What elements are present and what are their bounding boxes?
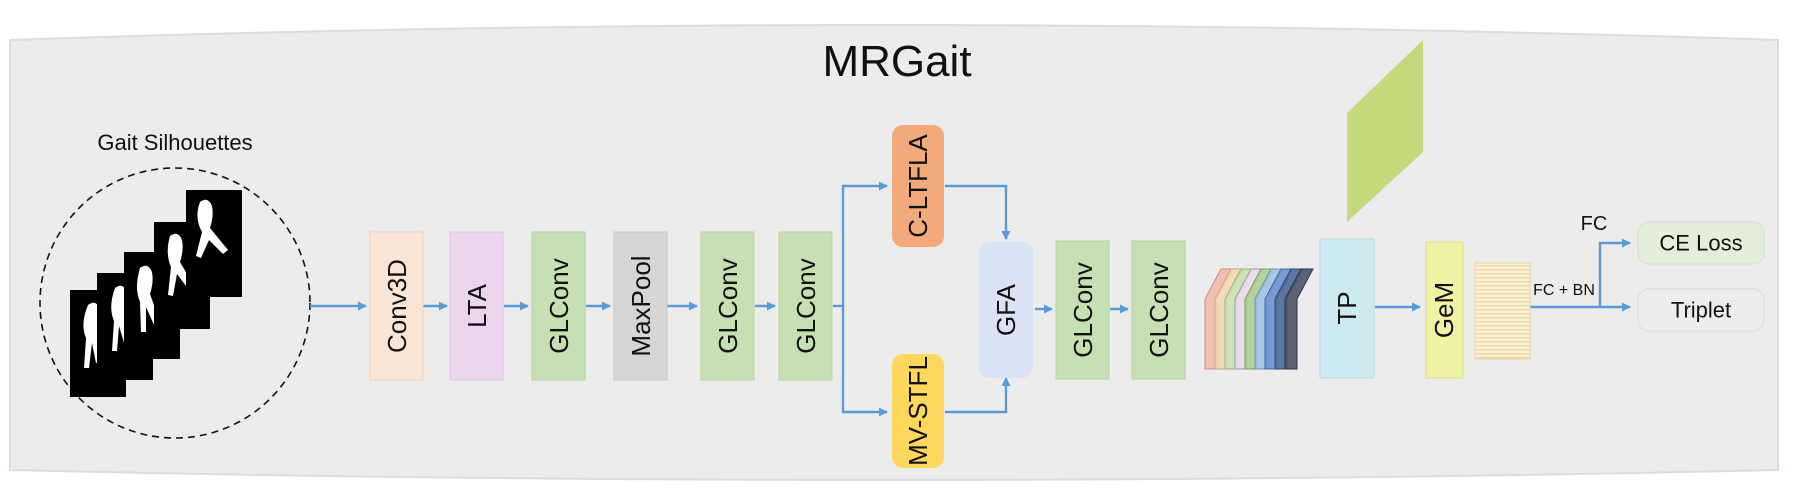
lta-block: LTA (449, 231, 504, 381)
silhouette-frame (186, 190, 242, 297)
tp-label: TP (1332, 291, 1362, 324)
glconv-label-5: GLConv (1144, 262, 1174, 357)
glconv-block-2: GLConv (700, 231, 755, 381)
maxpool-block: MaxPool (613, 231, 668, 381)
triplet-box: Triplet (1637, 288, 1765, 332)
fc-bn-label: FC + BN (1533, 282, 1595, 299)
gem-label: GeM (1429, 282, 1459, 338)
glconv-label-3: GLConv (791, 258, 821, 353)
glconv-label-1: GLConv (544, 258, 574, 353)
c-ltfla-block: C-LTFLA (892, 125, 944, 247)
glconv-block-5: GLConv (1131, 240, 1186, 380)
silhouette-circle (39, 167, 311, 439)
maxpool-label: MaxPool (626, 255, 656, 356)
silhouette-stack (70, 190, 242, 397)
triplet-label: Triplet (1671, 298, 1731, 323)
gem-block: GeM (1425, 241, 1464, 379)
glconv-block-4: GLConv (1055, 240, 1110, 380)
glconv-block-3: GLConv (778, 231, 833, 381)
mv-stfl-block: MV-STFL (892, 354, 944, 468)
input-label: Gait Silhouettes (97, 130, 252, 155)
lta-label: LTA (462, 283, 492, 327)
feature-map-stack (1204, 268, 1314, 370)
gfa-label: GFA (991, 283, 1021, 336)
glconv-block-1: GLConv (531, 231, 586, 381)
glconv-label-4: GLConv (1068, 262, 1098, 357)
arrows (310, 181, 1631, 417)
glconv-label-2: GLConv (713, 258, 743, 353)
gfa-block: GFA (979, 242, 1033, 378)
green-plane (1347, 40, 1423, 222)
fc-label: FC (1581, 213, 1608, 235)
conv3d-label: Conv3D (382, 259, 412, 353)
tp-block: TP (1319, 238, 1375, 379)
ce-loss-label: CE Loss (1659, 231, 1742, 256)
ce-loss-box: CE Loss (1637, 221, 1765, 265)
c-ltfla-label: C-LTFLA (903, 134, 933, 238)
mv-stfl-label: MV-STFL (903, 356, 933, 466)
conv3d-block: Conv3D (369, 231, 424, 381)
diagram-title: MRGait (822, 37, 971, 86)
feature-vector (1474, 262, 1531, 360)
